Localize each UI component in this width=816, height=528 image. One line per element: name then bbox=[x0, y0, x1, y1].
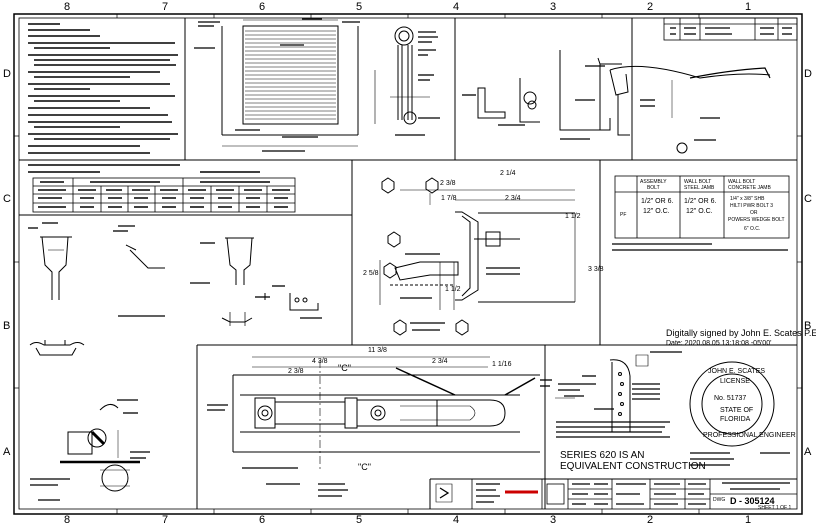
zone-row-d-left: D bbox=[3, 68, 11, 80]
title-dwg-label: DWG bbox=[713, 497, 726, 503]
signature-line-1: Digitally signed by John E. Scates P.E. bbox=[666, 328, 816, 338]
zone-col-8-bottom: 8 bbox=[64, 514, 71, 526]
series-note-line-1: SERIES 620 IS AN bbox=[560, 450, 645, 461]
title-drawing-number: D - 305124 bbox=[730, 496, 775, 506]
dim-11-3-8: 11 3/8 bbox=[368, 347, 387, 354]
dim-2-3-8-top: 2 3/8 bbox=[440, 180, 456, 187]
zone-row-b-left: B bbox=[3, 320, 11, 332]
anchor-table-concrete-hilti: HILTI PWR BOLT 3 bbox=[730, 203, 774, 209]
anchor-table-concrete-or: OR bbox=[750, 210, 758, 216]
seal-name: JOHN E. SCATES bbox=[708, 368, 766, 375]
seal-number: No. 51737 bbox=[714, 395, 747, 402]
anchor-table-concrete-powers: POWERS WEDGE BOLT bbox=[728, 217, 785, 223]
zone-row-a-right: A bbox=[804, 446, 812, 458]
seal-state-name: FLORIDA bbox=[720, 416, 751, 423]
dim-2-3-4-b: 2 3/4 bbox=[432, 358, 448, 365]
dim-4-3-8: 4 3/8 bbox=[312, 358, 328, 365]
dim-2-3-8-b: 2 3/8 bbox=[288, 368, 304, 375]
zone-col-6-bottom: 6 bbox=[259, 514, 266, 526]
zone-col-7-top: 7 bbox=[162, 1, 169, 13]
anchor-table-steel-spacing: 12" O.C. bbox=[686, 208, 713, 215]
anchor-table-concrete-value: 1/4" x 3/8" SHB bbox=[730, 196, 765, 202]
dim-1-7-8: 1 7/8 bbox=[441, 195, 457, 202]
anchor-table-concrete-spacing: 6" O.C. bbox=[744, 226, 761, 232]
anchor-table-col-assembly-bolt: ASSEMBLY BOLT bbox=[640, 179, 667, 191]
zone-col-8-top: 8 bbox=[64, 1, 71, 13]
zone-col-1-top: 1 bbox=[745, 1, 752, 13]
zone-col-6-top: 6 bbox=[259, 1, 266, 13]
anchor-table-assembly-spacing: 12" O.C. bbox=[643, 208, 670, 215]
anchor-table-assembly-value: 1/2" OR 6. bbox=[641, 198, 674, 205]
zone-col-2-bottom: 2 bbox=[647, 514, 654, 526]
zone-row-c-left: C bbox=[3, 193, 11, 205]
anchor-table-col-wall-concrete: WALL BOLT CONCRETE JAMB bbox=[728, 179, 771, 191]
zone-col-3-bottom: 3 bbox=[550, 514, 557, 526]
section-c-top: "C" bbox=[338, 363, 351, 373]
dim-1-1-2: 1 1/2 bbox=[565, 213, 581, 220]
anchor-table-col-wall-steel: WALL BOLT STEEL JAMB bbox=[684, 179, 715, 191]
zone-col-4-top: 4 bbox=[453, 1, 460, 13]
zone-col-4-bottom: 4 bbox=[453, 514, 460, 526]
zone-row-b-right: B bbox=[804, 320, 812, 332]
zone-col-5-bottom: 5 bbox=[356, 514, 363, 526]
zone-row-a-left: A bbox=[3, 446, 11, 458]
dim-2-5-8: 2 5/8 bbox=[363, 270, 379, 277]
seal-role: PROFESSIONAL ENGINEER bbox=[703, 432, 796, 439]
series-note-line-2: EQUIVALENT CONSTRUCTION bbox=[560, 461, 706, 472]
title-sheet: SHEET 1 OF 1 bbox=[758, 505, 792, 511]
zone-row-d-right: D bbox=[804, 68, 812, 80]
section-c-bottom: "C" bbox=[358, 462, 371, 472]
anchor-table-row-label: PF bbox=[620, 212, 627, 218]
dim-3-3-8: 3 3/8 bbox=[588, 266, 604, 273]
anchor-table-steel-value: 1/2" OR 6. bbox=[684, 198, 717, 205]
dim-1-1-2-b: 1 1/2 bbox=[445, 286, 461, 293]
signature-line-2: Date: 2020.08.05 13:18:08 -05'00' bbox=[666, 340, 772, 347]
dim-2-1-4: 2 1/4 bbox=[500, 170, 516, 177]
zone-col-3-top: 3 bbox=[550, 1, 557, 13]
zone-col-7-bottom: 7 bbox=[162, 514, 169, 526]
seal-license: LICENSE bbox=[720, 378, 750, 385]
zone-col-5-top: 5 bbox=[356, 1, 363, 13]
seal-state: STATE OF bbox=[720, 407, 754, 414]
zone-row-c-right: C bbox=[804, 193, 812, 205]
dim-2-3-4: 2 3/4 bbox=[505, 195, 521, 202]
zone-col-2-top: 2 bbox=[647, 1, 654, 13]
dim-1-1-16: 1 1/16 bbox=[492, 361, 512, 368]
zone-col-1-bottom: 1 bbox=[745, 514, 752, 526]
